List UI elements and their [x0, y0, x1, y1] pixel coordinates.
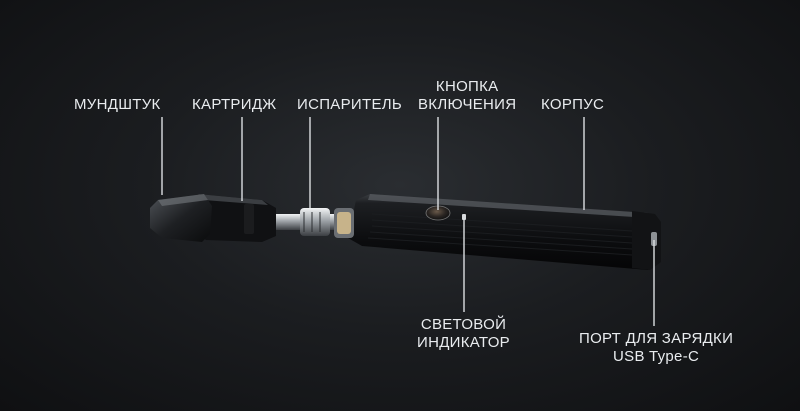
label-atomizer-text: ИСПАРИТЕЛЬ [297, 96, 403, 113]
label-cartridge: КАРТРИДЖ [192, 96, 276, 114]
label-body: КОРПУС [541, 96, 604, 114]
label-cartridge-text: КАРТРИДЖ [192, 96, 277, 113]
label-power-button-line2: ВКЛЮЧЕНИЯ [418, 96, 517, 113]
label-power-button: КНОПКА ВКЛЮЧЕНИЯ [418, 78, 516, 114]
label-mouthpiece: МУНДШТУК [74, 96, 161, 114]
label-atomizer: ИСПАРИТЕЛЬ [297, 96, 402, 114]
light-indicator-icon [462, 214, 466, 220]
label-mouthpiece-text: МУНДШТУК [74, 96, 161, 113]
usb-port-icon [651, 232, 657, 246]
atomizer-coil [268, 208, 354, 238]
label-charging-port-line2: USB Type-C [613, 348, 700, 365]
label-indicator: СВЕТОВОЙ ИНДИКАТОР [417, 316, 510, 352]
device-body [348, 194, 661, 270]
label-charging-port-line1: ПОРТ ДЛЯ ЗАРЯДКИ [579, 330, 734, 347]
label-power-button-line1: КНОПКА [435, 78, 499, 95]
label-body-text: КОРПУС [541, 96, 605, 113]
label-charging-port: ПОРТ ДЛЯ ЗАРЯДКИ USB Type-C [579, 330, 733, 366]
label-indicator-line2: ИНДИКАТОР [417, 334, 510, 351]
label-indicator-line1: СВЕТОВОЙ [420, 316, 507, 333]
cartridge [194, 194, 276, 242]
mouthpiece [150, 194, 212, 242]
